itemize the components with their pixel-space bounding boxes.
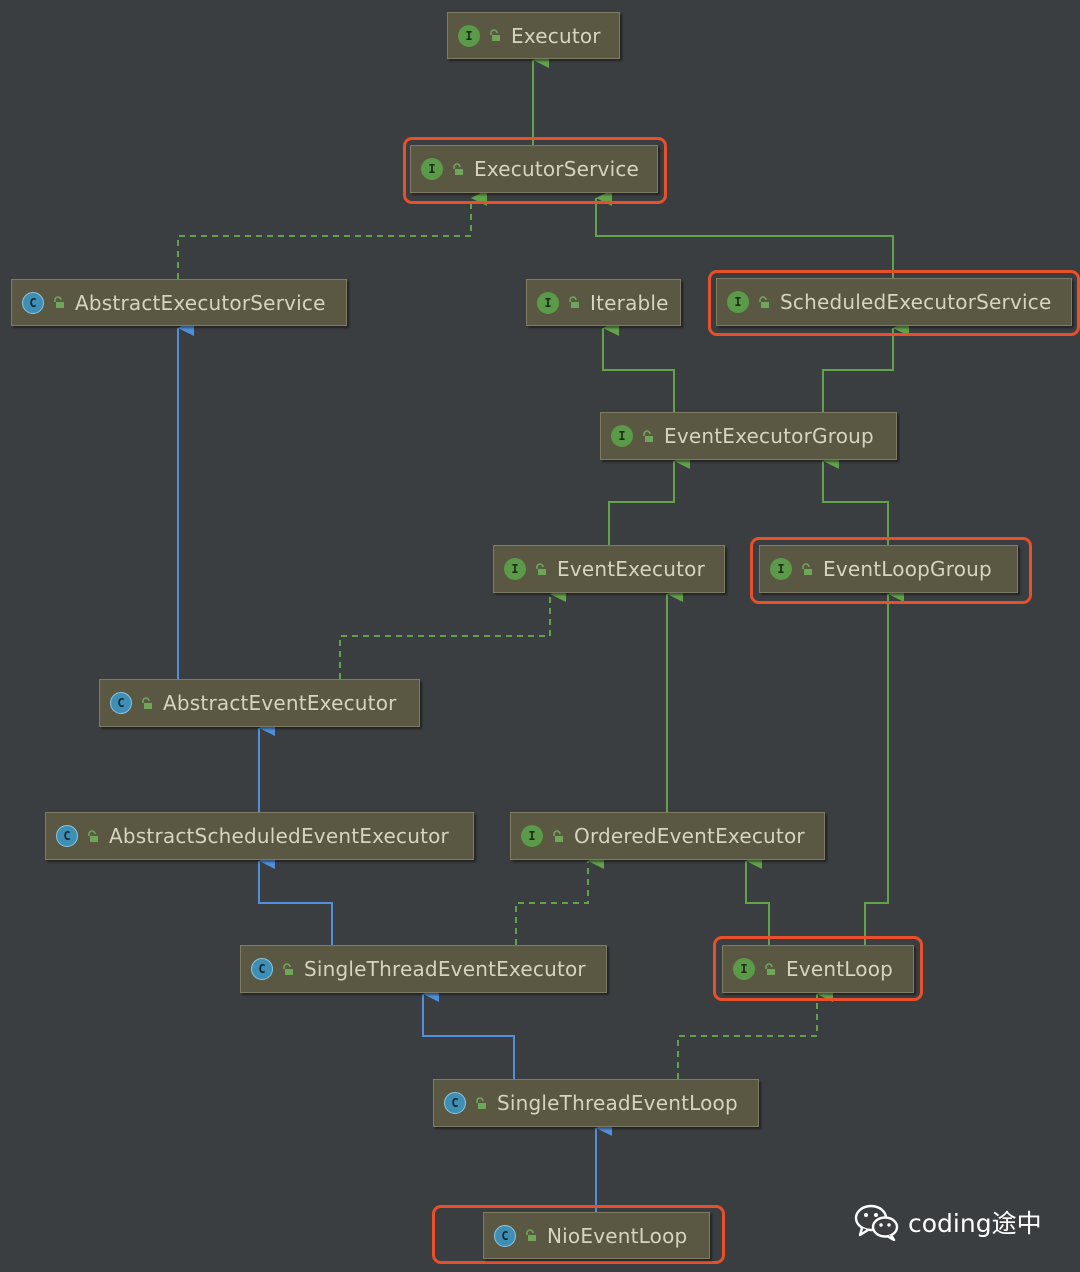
edge-single-thread-event-executor-to-abstract-scheduled-event-executor bbox=[258, 853, 333, 945]
interface-icon: I bbox=[421, 158, 443, 180]
interface-icon: I bbox=[504, 558, 526, 580]
lock-icon bbox=[640, 429, 654, 443]
class-icon: C bbox=[251, 958, 273, 980]
lock-icon bbox=[533, 562, 547, 576]
highlight-event-loop-group bbox=[750, 537, 1032, 604]
interface-icon: I bbox=[611, 425, 633, 447]
edge-abstract-executor-service-to-executor-service bbox=[177, 190, 487, 279]
highlight-executor-service bbox=[403, 137, 667, 204]
highlight-nio-event-loop bbox=[432, 1205, 725, 1264]
class-icon: C bbox=[494, 1224, 516, 1247]
highlight-scheduled-executor-service bbox=[708, 270, 1080, 336]
node-event-executor-group[interactable]: I EventExecutorGroup bbox=[600, 412, 897, 460]
node-label: NioEventLoop bbox=[547, 1223, 688, 1248]
lock-icon bbox=[473, 1096, 487, 1110]
lock-icon bbox=[756, 295, 770, 309]
edge-event-executor-to-event-executor-group bbox=[608, 453, 690, 545]
edge-abstract-event-executor-to-event-executor bbox=[339, 586, 566, 679]
node-label: OrderedEventExecutor bbox=[574, 824, 805, 848]
lock-icon bbox=[51, 296, 65, 310]
interface-icon: I bbox=[458, 24, 480, 47]
edge-single-thread-event-loop-to-event-loop bbox=[677, 986, 833, 1079]
class-icon: C bbox=[444, 1092, 466, 1114]
edge-event-loop-to-ordered-event-executor bbox=[745, 853, 770, 945]
lock-icon bbox=[762, 962, 776, 976]
lock-icon bbox=[487, 29, 501, 43]
node-label: ScheduledExecutorService bbox=[780, 290, 1052, 314]
edge-single-thread-event-loop-to-single-thread-event-executor bbox=[422, 986, 515, 1079]
node-label: Executor bbox=[511, 23, 601, 48]
interface-icon: I bbox=[537, 291, 559, 314]
lock-icon bbox=[799, 562, 813, 576]
node-event-executor[interactable]: I EventExecutor bbox=[493, 545, 725, 593]
class-icon: C bbox=[110, 692, 132, 714]
node-label: EventLoopGroup bbox=[823, 557, 992, 581]
edge-single-thread-event-executor-to-ordered-event-executor bbox=[515, 853, 604, 945]
edge-event-loop-to-event-loop-group bbox=[864, 586, 904, 945]
watermark: coding途中 bbox=[854, 1200, 1042, 1244]
node-label: EventExecutor bbox=[557, 557, 706, 581]
node-label: SingleThreadEventExecutor bbox=[304, 957, 586, 981]
lock-icon bbox=[85, 829, 99, 843]
class-icon: C bbox=[56, 825, 78, 847]
watermark-text: coding途中 bbox=[908, 1209, 1042, 1238]
interface-icon: I bbox=[521, 825, 543, 847]
wechat-icon bbox=[854, 1204, 899, 1241]
node-executor[interactable]: I Executor bbox=[447, 12, 620, 59]
node-label: AbstractExecutorService bbox=[75, 290, 326, 315]
node-label: EventLoop bbox=[786, 957, 894, 981]
edge-event-loop-group-to-event-executor-group bbox=[822, 453, 889, 545]
lock-icon bbox=[450, 162, 464, 176]
node-scheduled-executor-service[interactable]: I ScheduledExecutorService bbox=[716, 278, 1072, 326]
node-ordered-event-executor[interactable]: I OrderedEventExecutor bbox=[510, 812, 825, 860]
lock-icon bbox=[139, 696, 153, 710]
node-label: ExecutorService bbox=[474, 157, 640, 181]
node-iterable[interactable]: I Iterable bbox=[526, 279, 681, 326]
node-single-thread-event-loop[interactable]: C SingleThreadEventLoop bbox=[433, 1079, 759, 1127]
node-event-loop-group[interactable]: I EventLoopGroup bbox=[759, 545, 1018, 593]
edge-scheduled-executor-service-to-executor-service bbox=[595, 190, 894, 278]
node-event-loop[interactable]: I EventLoop bbox=[722, 945, 914, 993]
node-label: Iterable bbox=[590, 290, 669, 315]
interface-icon: I bbox=[770, 558, 792, 580]
node-abstract-executor-service[interactable]: C AbstractExecutorService bbox=[11, 279, 347, 326]
class-icon: C bbox=[22, 291, 44, 314]
highlight-event-loop bbox=[713, 936, 923, 1001]
lock-icon bbox=[566, 296, 580, 310]
lock-icon bbox=[280, 962, 294, 976]
node-abstract-scheduled-event-executor[interactable]: C AbstractScheduledEventExecutor bbox=[45, 812, 474, 860]
node-single-thread-event-executor[interactable]: C SingleThreadEventExecutor bbox=[240, 945, 607, 993]
node-nio-event-loop[interactable]: C NioEventLoop bbox=[483, 1212, 710, 1259]
node-label: AbstractEventExecutor bbox=[163, 691, 397, 715]
interface-icon: I bbox=[727, 291, 749, 313]
node-label: EventExecutorGroup bbox=[664, 424, 874, 448]
lock-icon bbox=[550, 829, 564, 843]
lock-icon bbox=[523, 1229, 537, 1243]
edge-event-executor-group-to-iterable bbox=[602, 320, 675, 412]
edge-event-executor-group-to-scheduled-executor-service bbox=[822, 320, 909, 412]
node-abstract-event-executor[interactable]: C AbstractEventExecutor bbox=[99, 679, 420, 727]
node-label: SingleThreadEventLoop bbox=[497, 1091, 738, 1115]
node-executor-service[interactable]: I ExecutorService bbox=[410, 145, 658, 193]
node-label: AbstractScheduledEventExecutor bbox=[109, 824, 449, 848]
interface-icon: I bbox=[733, 958, 755, 980]
